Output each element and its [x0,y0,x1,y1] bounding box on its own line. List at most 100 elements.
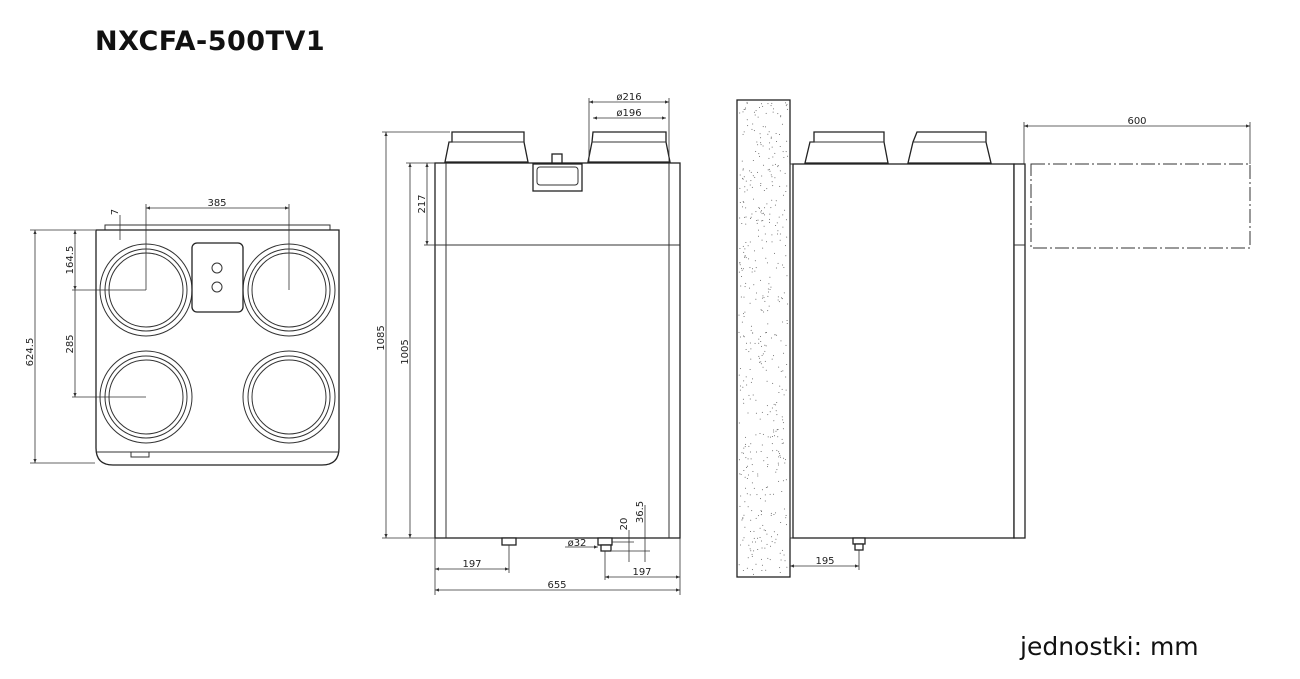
dim-total-height: 1085 [376,325,387,350]
wall-speckle [760,309,762,311]
wall-speckle [750,381,752,383]
wall-speckle [752,541,754,543]
wall-speckle [756,494,758,496]
dim-drain-diameter: ø32 [568,538,587,549]
wall-speckle [760,510,762,512]
wall-speckle [754,270,756,272]
wall-speckle [754,260,756,262]
wall-speckle [752,123,754,125]
wall-speckle [744,191,746,193]
wall-speckle [778,451,780,453]
wall-speckle [774,163,776,165]
wall-speckle [776,222,778,224]
wall-speckle [771,358,773,360]
wall-speckle [786,320,788,322]
wall-speckle [739,336,741,338]
wall-speckle [777,299,779,301]
wall-speckle [739,248,741,250]
wall-speckle [738,564,740,566]
dim-top-to-center: 164.5 [65,246,76,275]
wall-speckle [762,145,764,147]
wall-speckle [740,296,742,298]
wall-speckle [783,292,785,294]
wall-speckle [756,220,758,222]
wall-speckle [774,252,776,254]
wall-speckle [773,108,775,110]
wall-speckle [768,291,770,293]
wall-speckle [745,443,747,445]
wall-speckle [779,233,781,235]
wall-speckle [760,182,762,184]
wall-speckle [770,337,772,339]
wall-speckle [743,402,745,404]
wall-speckle [750,329,752,331]
wall-speckle [743,447,745,449]
wall-speckle [743,176,745,178]
wall-speckle [781,298,783,300]
wall-speckle [745,376,747,378]
wall-speckle [773,431,775,433]
wall-speckle [743,251,745,253]
wall-speckle [748,394,750,396]
dim-edge-offset: 7 [110,209,121,215]
wall-speckle [762,295,764,297]
wall-speckle [784,560,786,562]
wall-speckle [744,501,746,503]
wall-speckle [775,538,777,540]
wall-speckle [760,514,762,516]
wall-speckle [767,169,769,171]
wall-speckle [763,164,765,166]
wall-speckle [755,517,757,519]
wall-speckle [771,199,773,201]
wall-speckle [759,207,761,209]
wall-speckle [755,541,757,543]
wall-speckle [758,153,760,155]
wall-speckle [749,218,751,220]
wall-speckle [743,131,745,133]
wall-speckle [760,341,762,343]
wall-speckle [754,176,756,178]
side-view: 600 195 [736,99,1251,578]
wall-speckle [746,493,748,495]
wall-speckle [752,159,754,161]
wall-speckle [763,311,765,313]
wall-speckle [772,185,774,187]
wall-speckle [761,540,763,542]
wall-speckle [763,460,765,462]
wall-speckle [780,521,782,523]
wall-speckle [746,465,748,467]
wall-speckle [763,225,765,227]
wall-speckle [776,401,778,403]
wall-speckle [757,475,759,477]
wall-speckle [780,370,782,372]
wall-speckle [785,517,787,519]
wall-speckle [766,188,768,190]
wall-speckle [744,436,746,438]
wall-speckle [772,164,774,166]
wall-speckle [739,544,741,546]
wall-speckle [777,230,779,232]
wall-speckle [779,385,781,387]
wall-speckle [751,569,753,571]
wall-speckle [785,102,787,104]
wall-speckle [770,174,772,176]
wall-speckle [786,236,788,238]
wall-speckle [773,513,775,515]
wall-speckle [752,394,754,396]
wall-speckle [785,219,787,221]
wall-speckle [775,133,777,135]
wall-speckle [773,420,775,422]
wall-speckle [783,267,785,269]
dim-drain-from-wall: 195 [815,556,834,567]
wall-speckle [769,411,771,413]
wall-speckle [781,549,783,551]
dim-depth: 624.5 [25,338,36,367]
wall-speckle [743,537,745,539]
wall-speckle [755,399,757,401]
wall-speckle [762,366,764,368]
wall-speckle [769,170,771,172]
wall-speckle [755,211,757,213]
wall-speckle [757,548,759,550]
wall-speckle [739,217,741,219]
wall-speckle [760,498,762,500]
